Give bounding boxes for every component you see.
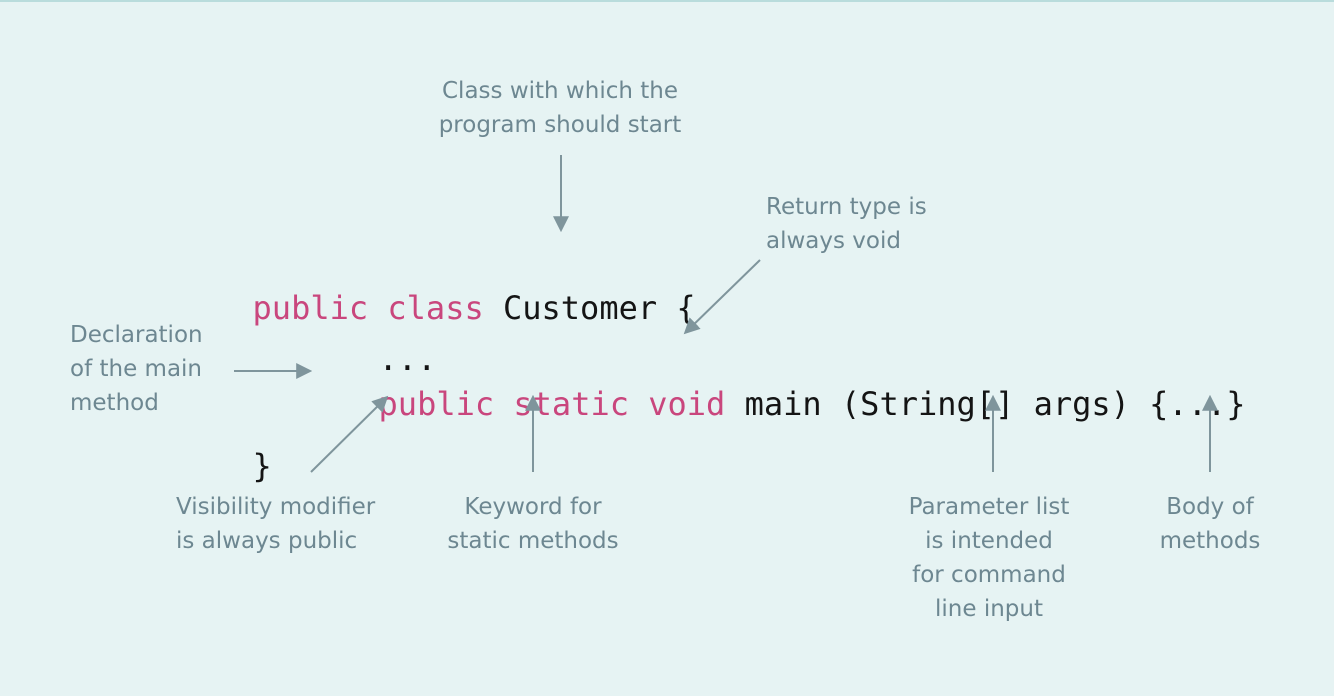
top-border — [0, 0, 1334, 2]
code-line-class-declaration: public class Customer { — [214, 248, 696, 328]
annotation-body: Body of methods — [1159, 494, 1261, 554]
annotation-visibility: Visibility modifier is always public — [176, 494, 376, 554]
annotation-keyword-static: Keyword for static methods — [447, 494, 619, 554]
arrow-visibility — [310, 395, 389, 473]
keyword-public: public — [378, 385, 495, 423]
annotation-parameter-list: Parameter list is intended for command l… — [908, 494, 1070, 622]
annotation-class-start: Class with which the program should star… — [438, 78, 682, 138]
code-close-brace: } — [252, 447, 272, 485]
keyword-class: class — [387, 289, 484, 327]
code-ellipsis: ... — [378, 340, 437, 378]
keyword-void: void — [648, 385, 726, 423]
annotation-declaration: Declaration of the main method — [70, 322, 203, 416]
class-name: Customer — [502, 289, 658, 327]
keyword-public: public — [252, 289, 369, 327]
arrow-return-type — [683, 259, 761, 335]
annotation-return-type: Return type is always void — [766, 194, 927, 254]
main-method-signature: main (String[] args) {...} — [744, 385, 1246, 423]
